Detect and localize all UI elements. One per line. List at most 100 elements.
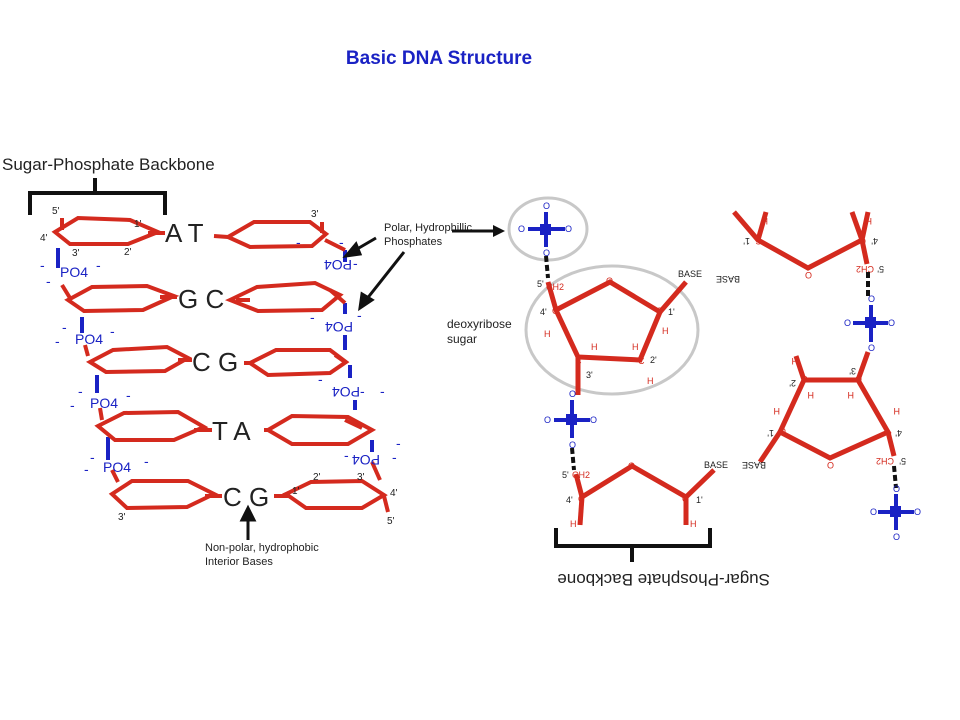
negative-charge: -: [84, 461, 89, 477]
phosphate-label: PO4: [324, 257, 352, 273]
hydrogen-atom: H: [544, 329, 551, 339]
oxygen-atom: O: [518, 224, 525, 234]
oxygen-atom: O: [606, 276, 613, 286]
negative-charge: -: [96, 257, 101, 273]
ch2-label: CH2: [856, 264, 874, 274]
sugar-highlight-circle: [524, 264, 700, 396]
prime-label: 5': [52, 206, 60, 217]
phosphate-label: PO4: [352, 452, 380, 468]
five-prime-label: 5': [562, 470, 569, 480]
sugar-bond: [545, 279, 664, 363]
hydrogen-atom: H: [848, 390, 855, 400]
antiparallel-chain: BASE C 1' O C 4' H H CH2 5' O O O O: [716, 210, 921, 542]
ch2-label: CH2: [572, 470, 590, 480]
sugar-bond: [885, 431, 897, 457]
phosphate-label: PO4: [60, 264, 88, 280]
oxygen-atom: O: [827, 460, 834, 470]
ch2-label: CH2: [546, 282, 564, 292]
nonpolar-label: Non-polar, hydrophobic: [205, 542, 319, 554]
left-ladder: Sugar-Phosphate Backbone: [2, 155, 473, 568]
carbon-atom: C: [656, 306, 663, 316]
base-pair-1: A T: [165, 218, 204, 248]
sugar-bond: [732, 210, 871, 271]
deoxyribose-label: sugar: [447, 332, 477, 346]
phosphorus-atom: [890, 506, 901, 517]
oxygen-atom: O: [543, 201, 550, 211]
negative-charge: -: [310, 309, 315, 325]
arrow-head-icon: [358, 291, 375, 312]
oxygen-atom: O: [590, 415, 597, 425]
phosphate-label: PO4: [90, 395, 118, 411]
ester-link: [570, 447, 576, 471]
four-prime-label: 4': [895, 428, 902, 438]
hydrogen-atom: H: [762, 216, 769, 226]
nucleotide-chain: deoxyribose sugar O O O O 5' CH2 O BASE …: [447, 196, 770, 589]
prime-label: 4': [390, 488, 398, 499]
arrow-head-icon: [239, 504, 257, 522]
prime-label: 2': [313, 472, 321, 483]
backbone-bracket-bottom: [554, 528, 712, 562]
prime-label: 2': [124, 247, 132, 258]
carbon-atom: C: [883, 426, 890, 436]
sugar-ring: [64, 283, 180, 314]
five-prime-label: 5': [899, 456, 906, 466]
hydrogen-atom: H: [774, 406, 781, 416]
base-label: BASE: [678, 269, 702, 279]
base-pair-2: G C: [178, 284, 224, 314]
sugar-link: [83, 344, 90, 357]
sugar-bond: [658, 280, 688, 314]
oxygen-atom: O: [914, 507, 921, 517]
negative-charge: -: [126, 387, 131, 403]
two-prime-label: 2': [789, 378, 796, 388]
oxygen-atom: O: [569, 389, 576, 399]
oxygen-atom: O: [628, 461, 635, 471]
carbon-atom: C: [638, 356, 645, 366]
base-pair-4: T A: [212, 416, 251, 446]
phosphate-label: PO4: [325, 319, 353, 335]
arrow-head-icon: [342, 241, 363, 259]
negative-charge: -: [396, 435, 401, 451]
four-prime-label: 4': [540, 307, 547, 317]
three-prime-label: 3': [849, 366, 856, 376]
sugar-ring: [264, 413, 377, 446]
negative-charge: -: [55, 333, 60, 349]
ester-link: [544, 255, 550, 279]
hydrogen-atom: H: [591, 342, 598, 352]
carbon-atom: C: [575, 356, 582, 366]
negative-charge: -: [90, 449, 95, 465]
oxygen-atom: O: [868, 294, 875, 304]
negative-charge: -: [78, 383, 83, 399]
sugar-bond: [755, 211, 769, 241]
sugar-link: [370, 461, 382, 481]
negative-charge: -: [40, 257, 45, 273]
sugar-link: [98, 407, 104, 421]
sugar-bond: [859, 239, 870, 265]
base-pair-5: C G: [223, 482, 269, 512]
one-prime-label: 1': [743, 236, 750, 246]
phosphorus-atom: [566, 414, 577, 425]
negative-charge: -: [392, 449, 397, 465]
hydrogen-atom: H: [808, 390, 815, 400]
nonpolar-label: Interior Bases: [205, 556, 273, 568]
sugar-ring: [51, 215, 164, 246]
carbon-atom: C: [859, 236, 866, 246]
carbon-atom: C: [801, 374, 808, 384]
negative-charge: -: [70, 397, 75, 413]
negative-charge: -: [344, 447, 349, 463]
prime-label: 3': [311, 209, 319, 220]
carbon-atom: C: [779, 426, 786, 436]
sugar-ring: [282, 478, 388, 510]
negative-charge: -: [110, 323, 115, 339]
hydrogen-atom: H: [690, 519, 697, 529]
sugar-bond: [573, 463, 716, 501]
negative-charge: -: [46, 273, 51, 289]
base-label: BASE: [742, 460, 766, 470]
deoxyribose-label: deoxyribose: [447, 317, 512, 331]
oxygen-atom: O: [888, 318, 895, 328]
oxygen-atom: O: [870, 507, 877, 517]
phosphorus-atom: [865, 317, 876, 328]
base-label: BASE: [704, 460, 728, 470]
pointer-arrow: [364, 251, 406, 301]
sugar-bond: [757, 430, 783, 464]
